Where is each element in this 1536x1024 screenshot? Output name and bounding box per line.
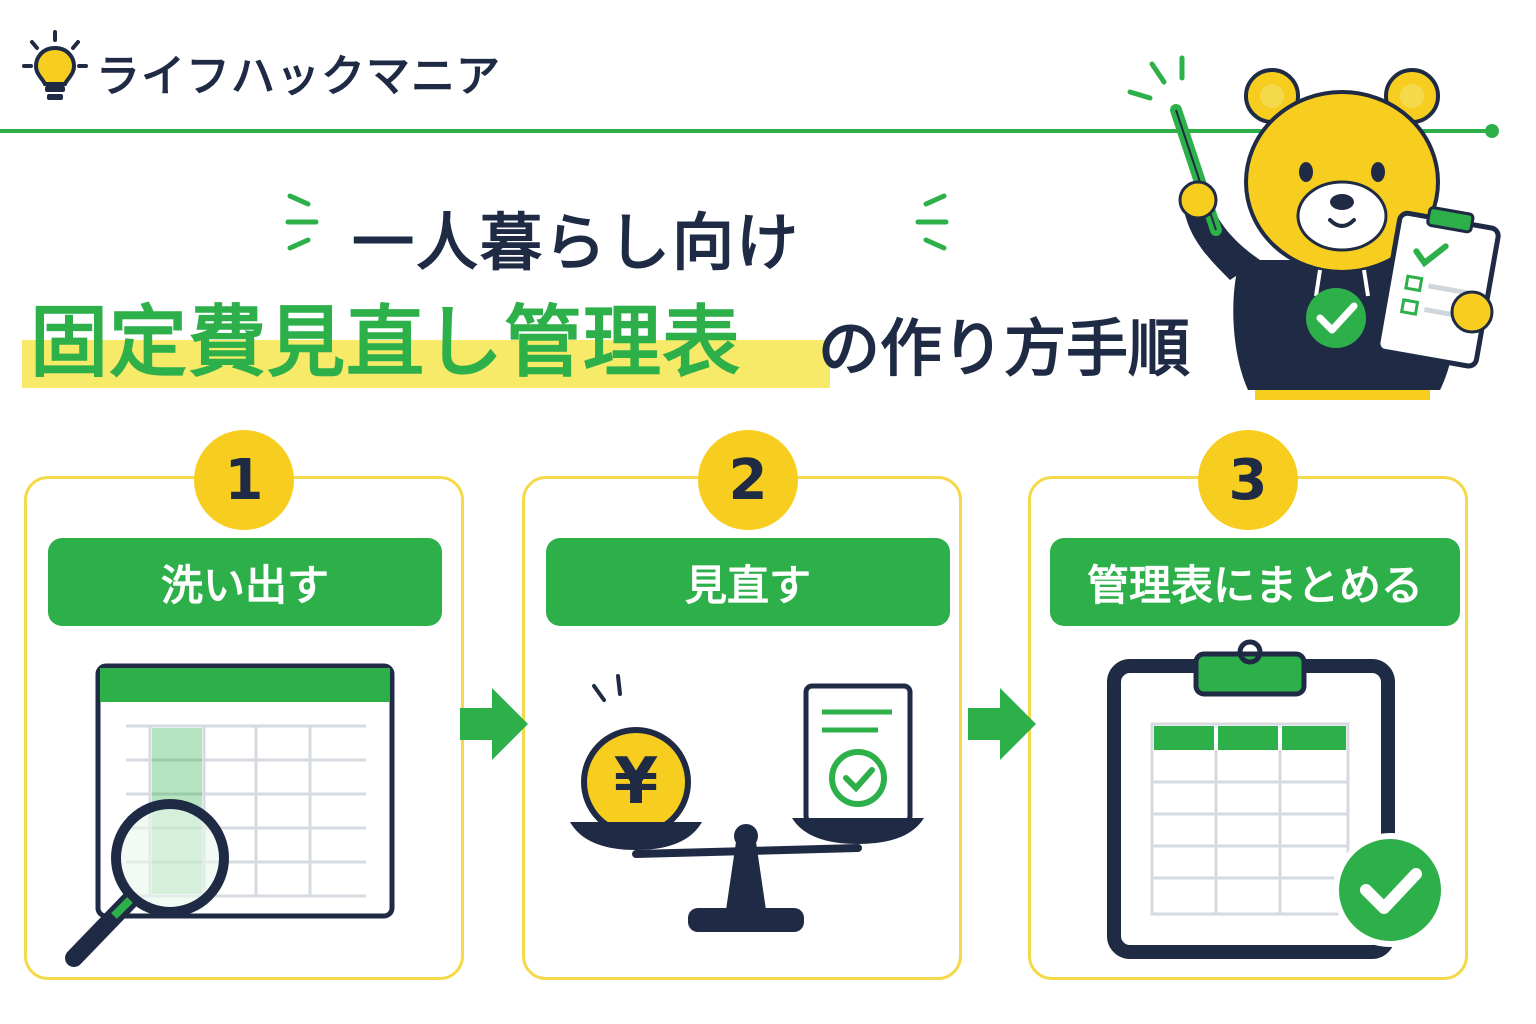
step-label-2: 見直す (546, 538, 950, 626)
step-number-2: 2 (698, 430, 798, 530)
title-suffix: の作り方手順 (818, 312, 1191, 385)
arrow-right-icon (460, 688, 528, 760)
site-logo-text[interactable]: ライフハックマニア (96, 51, 501, 102)
header-divider (0, 124, 1499, 138)
arrow-right-icon (968, 688, 1036, 760)
step-number-3: 3 (1198, 430, 1298, 530)
scale-icon (570, 674, 924, 932)
yen-coin-icon: ¥ (613, 745, 659, 819)
lightbulb-icon (22, 30, 88, 100)
title-spark-left (285, 193, 319, 251)
title-highlight-bar (22, 340, 830, 388)
title-subtitle: 一人暮らし向け (352, 206, 801, 279)
magnifier-icon (65, 799, 229, 967)
clipboard-icon (1107, 639, 1447, 959)
step-label-3: 管理表にまとめる (1050, 538, 1460, 626)
step-number-1: 1 (194, 430, 294, 530)
step-label-1: 洗い出す (48, 538, 442, 626)
bear-mascot (1127, 55, 1501, 400)
title-main: 固定費見直し管理表 (30, 298, 742, 388)
title-spark-right (915, 193, 949, 251)
